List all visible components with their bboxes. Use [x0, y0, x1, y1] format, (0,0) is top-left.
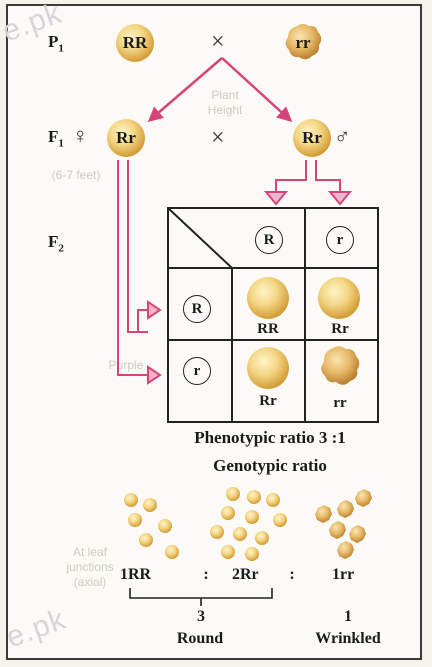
- label-f2-sub: 2: [58, 242, 64, 255]
- round-bracket: [129, 588, 273, 606]
- genotype-count-rr-het: 2Rr: [232, 566, 259, 583]
- ghost-text-leaf-junctions: At leaf junctions (axial): [66, 545, 114, 589]
- pea-wrinkled-cell-rr-recessive: [321, 346, 360, 385]
- pea-cluster-rr-recessive: [315, 489, 372, 559]
- round-label: Round: [176, 630, 224, 647]
- label-f1: F1: [48, 127, 64, 149]
- cross-symbol-p1: ×: [211, 29, 225, 55]
- cell-label-4: rr: [333, 395, 347, 411]
- phenotypic-ratio: Phenotypic ratio 3 :1: [194, 428, 346, 447]
- ratio-colon-2: :: [289, 566, 295, 583]
- pea-round-f1-male: [293, 119, 331, 157]
- gamete-row-r-recessive: r: [183, 357, 211, 385]
- cross-arrows: [147, 57, 293, 123]
- label-f2: F2: [48, 232, 64, 254]
- genotypic-ratio-title: Genotypic ratio: [213, 456, 327, 475]
- label-p1: P1: [48, 32, 64, 54]
- pea-round-cell-rr-dominant: [247, 277, 289, 319]
- label-p1-letter: P: [48, 32, 59, 51]
- wrinkled-count: 1: [344, 608, 352, 625]
- pea-round-f1-female: [107, 119, 145, 157]
- parent-f1-left: Rr: [116, 128, 136, 147]
- male-gamete-arrows: [263, 160, 353, 206]
- parent-f1-right: Rr: [302, 128, 322, 147]
- ghost-text-plant-height: Plant Height: [207, 88, 243, 117]
- gamete-col-r-dominant: R: [255, 226, 283, 254]
- punnett-grid: [167, 207, 379, 423]
- label-p1-sub: 1: [58, 42, 64, 55]
- label-f1-sub: 1: [58, 137, 64, 150]
- pea-wrinkled-p1: [285, 24, 322, 60]
- cell-label-1: RR: [257, 321, 279, 337]
- pea-cluster-rr-dominant: [124, 493, 179, 559]
- label-f1-letter: F: [48, 127, 59, 146]
- cell-label-2: Rr: [331, 321, 349, 337]
- pea-cluster-rr-het: [210, 487, 287, 561]
- pea-round-cell-rr-het-2: [247, 347, 289, 389]
- female-gamete-arrows: [117, 160, 162, 385]
- male-symbol: ♂: [334, 124, 351, 149]
- ghost-text-feet: (6-7 feet): [51, 168, 101, 182]
- pea-round-p1: [116, 24, 154, 62]
- gamete-col-r-recessive: r: [326, 226, 354, 254]
- wrinkled-label: Wrinkled: [315, 630, 381, 647]
- label-f2-letter: F: [48, 232, 59, 251]
- cell-label-3: Rr: [259, 393, 277, 409]
- round-count: 3: [197, 608, 205, 625]
- genotype-count-rr-recessive: 1rr: [332, 566, 355, 583]
- ratio-colon-1: :: [203, 566, 209, 583]
- female-symbol: ♀: [72, 123, 89, 148]
- gamete-row-r-dominant: R: [183, 295, 211, 323]
- genotype-count-rr-dominant: 1RR: [120, 566, 152, 583]
- cross-symbol-f1: ×: [211, 125, 225, 151]
- parent-p1-left: RR: [122, 33, 148, 52]
- pea-round-cell-rr-het-1: [318, 277, 360, 319]
- parent-p1-right: rr: [295, 33, 311, 52]
